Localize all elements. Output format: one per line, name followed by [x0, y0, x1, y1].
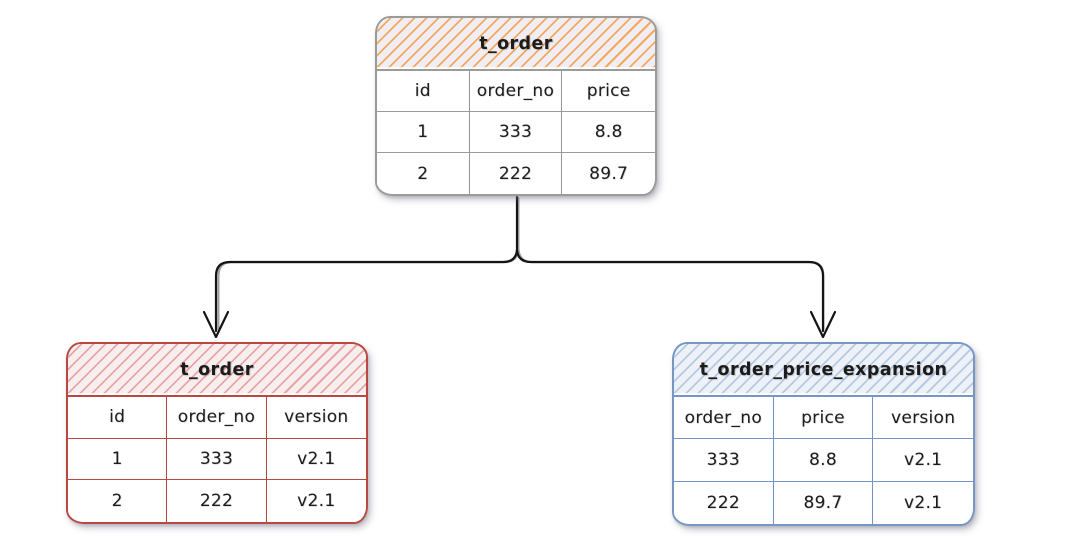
- data-cell: v2.1: [266, 480, 366, 522]
- column-header-cell: order_no: [469, 71, 563, 112]
- table-title-bar: t_order: [68, 344, 366, 397]
- data-cell: 89.7: [773, 481, 874, 524]
- column-header-cell: id: [68, 397, 168, 439]
- column-header-cell: version: [873, 397, 973, 440]
- column-header-cell: version: [266, 397, 366, 439]
- data-cell: v2.1: [873, 481, 973, 524]
- data-cell: 333: [167, 438, 267, 481]
- data-cell: 222: [469, 153, 563, 194]
- data-cell: 1: [377, 112, 470, 153]
- table-grid: order_no price version 333 8.8 v2.1 222 …: [674, 397, 973, 524]
- column-header-cell: price: [562, 71, 655, 112]
- arrow-branch-left: [214, 248, 519, 333]
- data-cell: 222: [674, 481, 774, 524]
- data-cell: v2.1: [266, 438, 366, 481]
- data-cell: 2: [68, 480, 168, 522]
- table-card-t-order-price-expansion: t_order_price_expansion order_no price v…: [672, 342, 975, 526]
- data-cell: 333: [469, 112, 563, 153]
- data-cell: 8.8: [562, 112, 655, 153]
- table-title-bar: t_order: [377, 18, 655, 71]
- column-header-cell: id: [377, 71, 470, 112]
- data-cell: 333: [674, 439, 774, 482]
- column-header-cell: order_no: [167, 397, 267, 439]
- arrowhead-left: [202, 310, 230, 339]
- table-card-t-order-sharded: t_order id order_no version 1 333 v2.1 2…: [66, 342, 368, 524]
- table-grid: id order_no price 1 333 8.8 2 222 89.7: [377, 71, 655, 194]
- data-cell: 222: [167, 480, 267, 522]
- data-cell: 1: [68, 438, 168, 481]
- arrow-sketch-overlay: [217, 196, 825, 331]
- data-cell: 2: [377, 153, 470, 194]
- column-header-cell: price: [773, 397, 874, 440]
- arrow-strokes: [202, 195, 837, 339]
- arrowhead-right: [809, 310, 837, 339]
- table-title: t_order: [479, 33, 553, 54]
- data-cell: 89.7: [562, 153, 655, 194]
- table-card-t-order-source: t_order id order_no price 1 333 8.8 2 22…: [375, 16, 657, 196]
- arrow-branch-right: [515, 248, 825, 333]
- table-title: t_order_price_expansion: [699, 359, 948, 380]
- column-header-cell: order_no: [674, 397, 774, 440]
- table-title-bar: t_order_price_expansion: [674, 344, 973, 397]
- arrow-branch-left-sketch: [217, 247, 520, 331]
- data-cell: 8.8: [773, 439, 874, 482]
- table-grid: id order_no version 1 333 v2.1 2 222 v2.…: [68, 397, 366, 522]
- data-cell: v2.1: [873, 439, 973, 482]
- table-title: t_order: [180, 359, 254, 380]
- arrow-branch-right-sketch: [517, 247, 825, 331]
